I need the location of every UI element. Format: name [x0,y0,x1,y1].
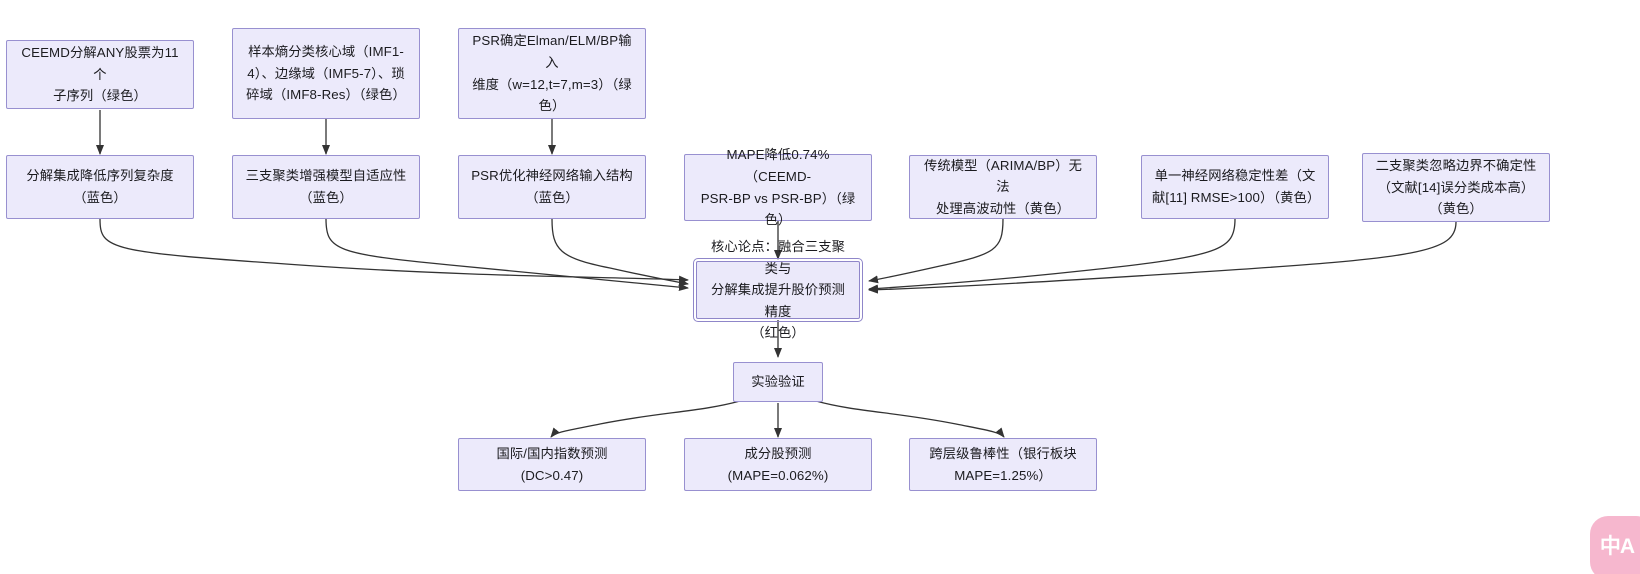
node-cross-level-robust[interactable]: 跨层级鲁棒性（银行板块 MAPE=1.25%） [909,438,1097,491]
node-single-nn-unstable[interactable]: 单一神经网络稳定性差（文 献[11] RMSE>100）（黄色） [1141,155,1329,219]
edge-psropt-to-core [551,218,689,287]
edge-traditional-to-core [868,218,1004,284]
edge-singlenn-to-core [868,218,1236,293]
edge-twoway-to-core [868,221,1457,294]
edge-complexity-to-core [99,218,689,284]
node-ceemd-decompose[interactable]: CEEMD分解ANY股票为11个 子序列（绿色） [6,40,194,109]
node-index-forecast[interactable]: 国际/国内指数预测 (DC>0.47) [458,438,646,491]
node-experiment[interactable]: 实验验证 [733,362,823,402]
node-core-claim[interactable]: 核心论点：融合三支聚类与 分解集成提升股价预测精度 （红色） [693,239,863,340]
node-traditional-model[interactable]: 传统模型（ARIMA/BP）无法 处理高波动性（黄色） [909,155,1097,219]
node-psr-input-dim[interactable]: PSR确定Elman/ELM/BP输入 维度（w=12,t=7,m=3）（绿 色… [458,28,646,119]
node-three-way-adaptive[interactable]: 三支聚类增强模型自适应性 （蓝色） [232,155,420,219]
watermark-badge: 中A [1590,516,1640,574]
node-sample-entropy[interactable]: 样本熵分类核心域（IMF1- 4）、边缘域（IMF5-7）、琐 碎域（IMF8-… [232,28,420,119]
node-reduce-complexity[interactable]: 分解集成降低序列复杂度 （蓝色） [6,155,194,219]
edge-experiment-to-robust [815,400,1005,438]
node-mape-drop[interactable]: MAPE降低0.74%（CEEMD- PSR-BP vs PSR-BP）（绿 色… [684,147,872,227]
edge-adaptive-to-core [325,218,689,292]
node-psr-optimize[interactable]: PSR优化神经网络输入结构 （蓝色） [458,155,646,219]
node-constituent-forecast[interactable]: 成分股预测 (MAPE=0.062%) [684,438,872,491]
edge-experiment-to-index [550,400,741,438]
node-two-way-ignore[interactable]: 二支聚类忽略边界不确定性 （文献[14]误分类成本高） （黄色） [1362,153,1550,222]
